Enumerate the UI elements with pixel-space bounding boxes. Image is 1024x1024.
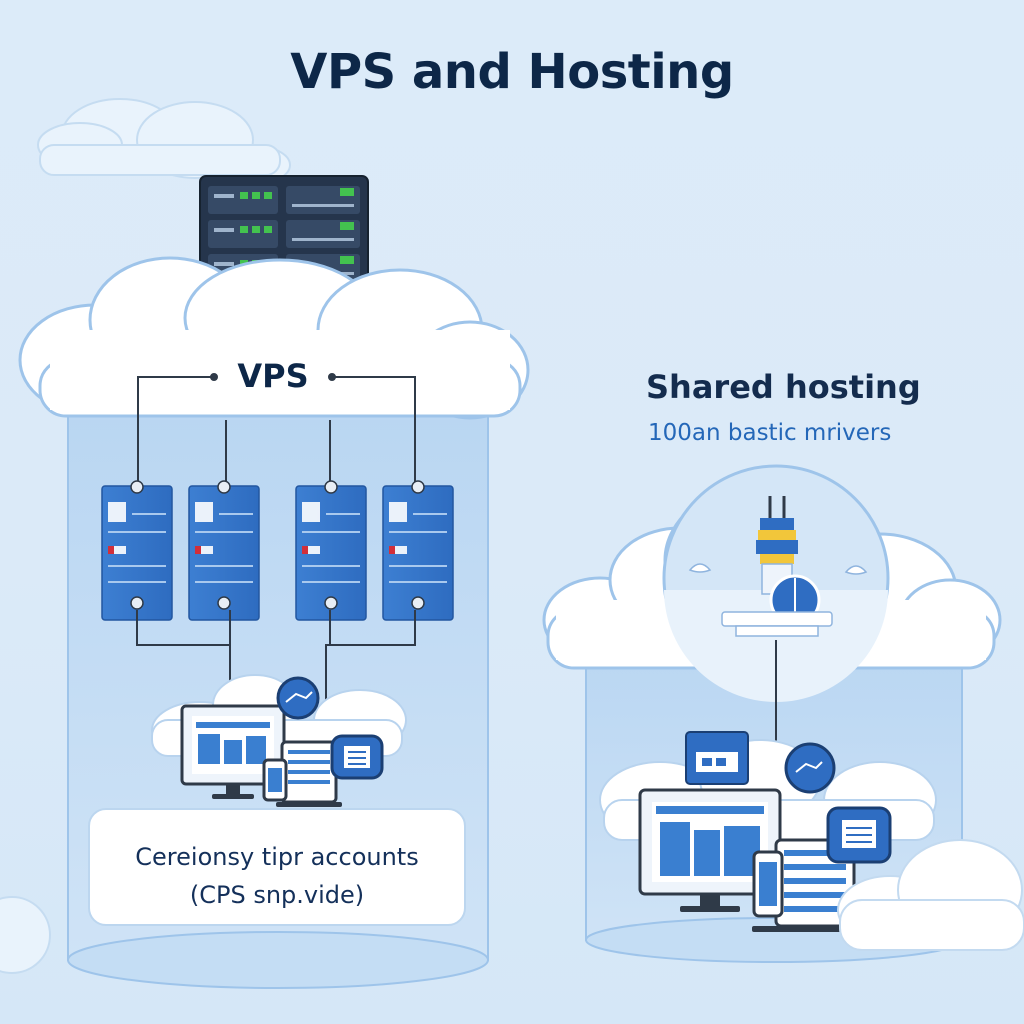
shared-globe-icon [784,742,836,794]
accounts-box: Cereionsy tipr accounts (CPS snp.vide) [88,808,466,926]
shared-server-badge-icon [685,731,749,785]
phone-icon [262,758,288,802]
accounts-line-1: Cereionsy tipr accounts [135,843,419,871]
background-cloud-bottom-left [0,896,51,974]
server-badge-icon [330,734,384,780]
shared-monitor-icon [638,788,782,912]
monitor-icon [180,704,286,799]
shared-hosting-title: Shared hosting [646,368,921,406]
vps-label: VPS [218,356,328,396]
page-title: VPS and Hosting [290,44,734,100]
accounts-line-2: (CPS snp.vide) [189,881,365,909]
shared-badge-icon [826,806,892,864]
shared-phone-icon [752,850,784,918]
foreground-cloud-bottom-right [837,839,1024,951]
vps-connectors [137,373,416,485]
shared-hosting-subtitle: 100an bastic mrivers [648,420,892,446]
tablet-icon [276,740,342,807]
server-unit-icon [101,480,454,621]
globe-icon [276,676,320,720]
background-cloud-top-left [37,98,291,186]
